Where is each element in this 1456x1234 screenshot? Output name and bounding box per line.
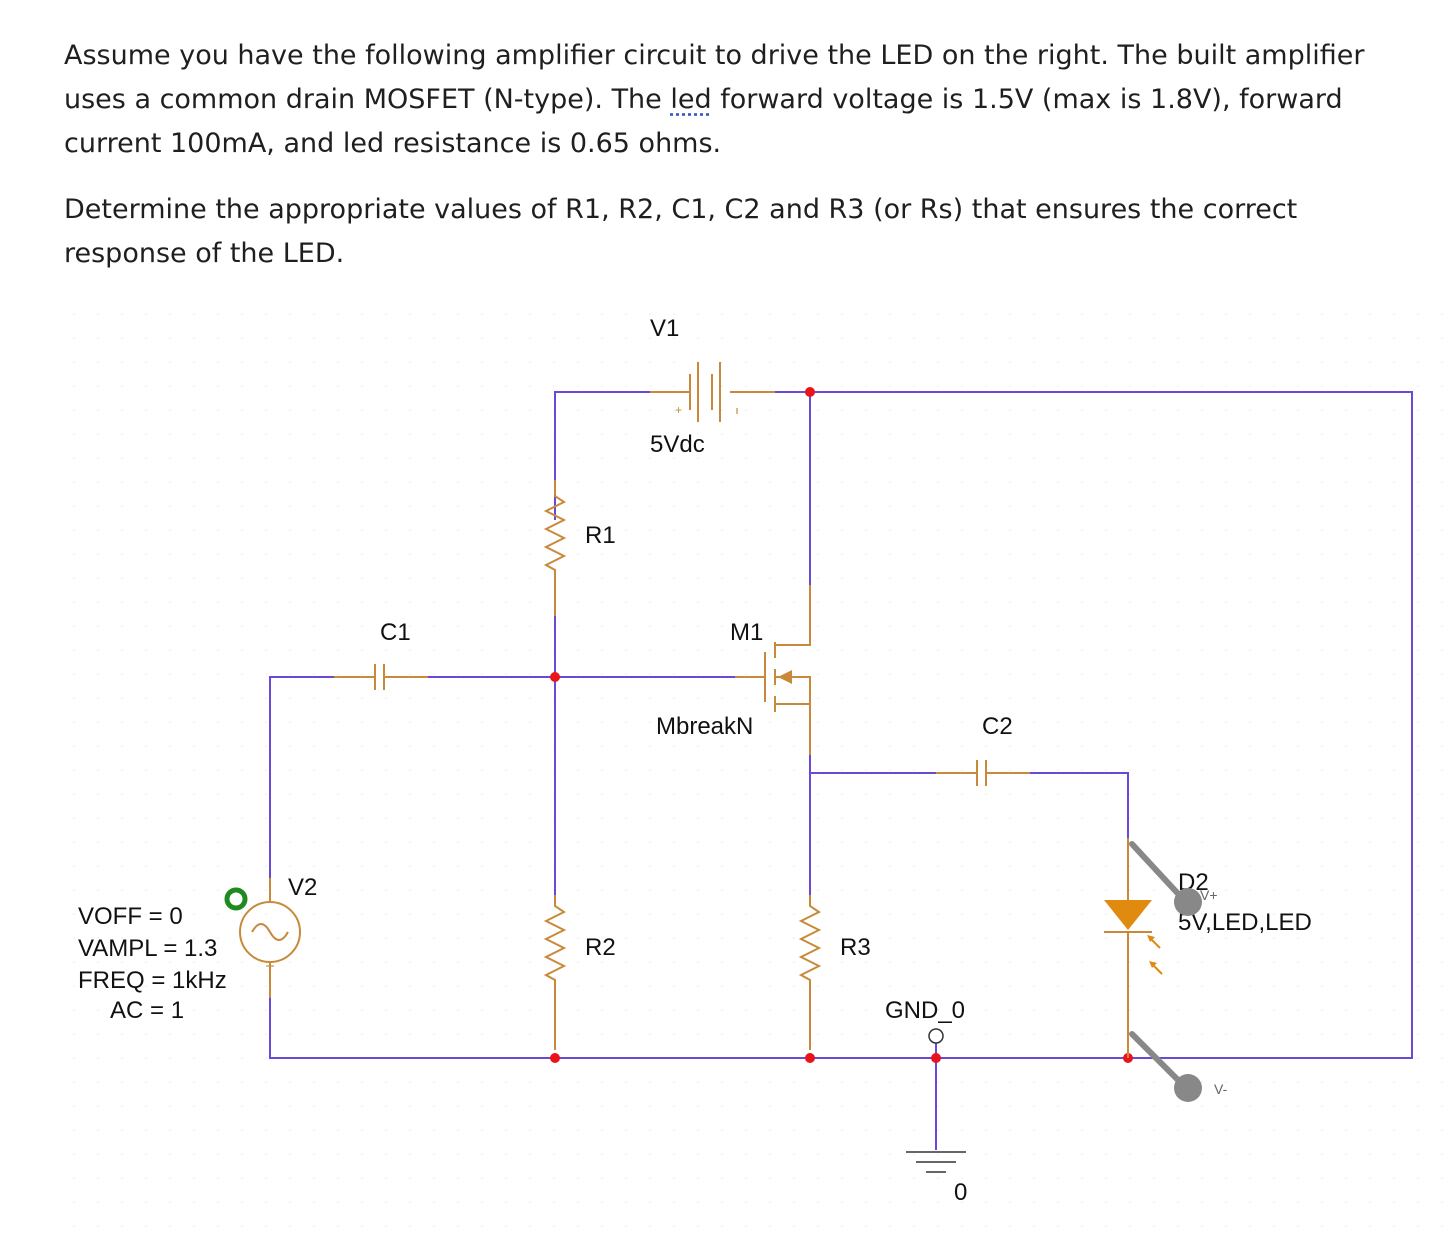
r3-label: R3 [840,934,871,961]
led-word: led [670,84,712,115]
wire-supply-to-led-cathode [810,391,1413,1059]
r1-label: R1 [585,522,616,549]
v2-param-vampl: VAMPL = 1.3 [78,935,217,962]
ground-symbol-icon [906,1151,966,1173]
v2-param-voff: VOFF = 0 [78,903,183,930]
ground-connector-icon [928,1028,944,1044]
junctions [550,387,1133,1063]
c1-label: C1 [380,619,411,646]
ground-label: GND_0 [885,997,965,1024]
question-paragraph-2: Determine the appropriate values of R1, … [64,194,1298,269]
question-text-part-1: Assume you have the following amplifier … [64,40,1365,115]
svg-text:+: + [675,403,682,417]
resistor-r3 [798,895,822,1050]
capacitor-c1 [334,664,428,690]
v2-label: V2 [288,874,317,901]
junction-dot [805,387,815,397]
v2-param-freq: FREQ = 1kHz [78,967,227,994]
m1-model: MbreakN [656,713,753,740]
capacitor-c2 [936,760,1030,786]
question-text-part-2: forward voltage is 1.5V (max is 1.8V), f… [64,84,1343,159]
sine-source-v2 [239,878,301,998]
voltage-probe-minus[interactable] [1129,1031,1202,1102]
resistor-r1 [543,480,567,616]
wire-c2-to-led-anode [1030,772,1129,838]
junction-dot [550,1053,560,1063]
wire-r1-to-v1 [554,391,682,520]
v1-value: 5Vdc [650,431,705,458]
wire-v2-to-c1 [269,676,334,878]
mosfet-m1 [735,585,811,755]
m1-label: M1 [730,619,763,646]
schematic-grid [64,300,1444,1230]
wires [269,391,1413,1150]
junction-dot [805,1053,815,1063]
question-text: Assume you have the following amplifier … [64,34,1424,298]
c2-label: C2 [982,713,1013,740]
battery-v1: + [650,362,775,422]
r2-label: R2 [585,934,616,961]
d2-model: 5V,LED,LED [1178,909,1312,936]
probe-minus-label: V- [1214,1081,1228,1097]
junction-dot [550,672,560,682]
question-paragraph-1: Assume you have the following amplifier … [64,34,1424,166]
v1-label: V1 [650,315,679,342]
voltage-probe-plus[interactable] [1129,841,1202,916]
probe-plus-label: V+ [1200,887,1218,903]
led-d2 [1104,838,1163,1058]
resistor-r2 [543,895,567,1050]
marker-ring-icon [224,887,248,911]
junction-dot [931,1053,941,1063]
ground-node-label: 0 [954,1179,967,1206]
wire-ground-rail [269,998,936,1059]
v2-param-ac: AC = 1 [110,997,184,1024]
